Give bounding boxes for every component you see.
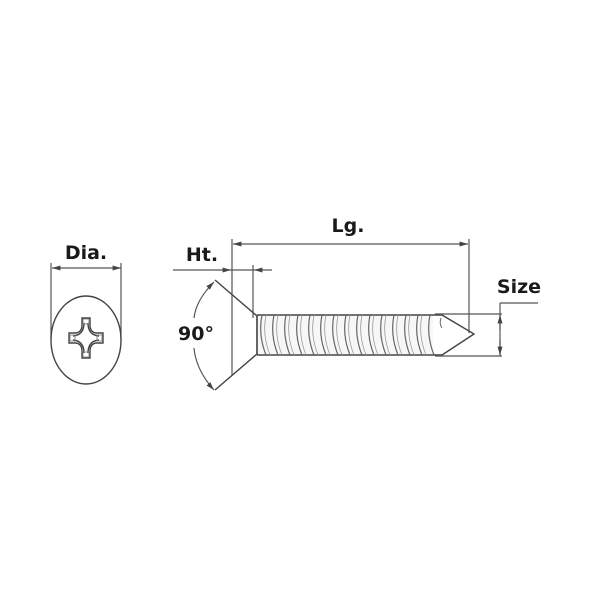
head-top-view: Dia. [50, 242, 122, 385]
threads [258, 314, 435, 356]
head-angle-label: 90° [178, 323, 214, 345]
screw-side-view [214, 279, 476, 391]
length-label: Lg. [332, 215, 365, 237]
diameter-label: Dia. [65, 242, 107, 264]
countersunk-head [214, 279, 258, 391]
head-angle-dimension: 90° [178, 281, 215, 391]
head-circle [50, 295, 122, 385]
size-dimension: Size [435, 276, 541, 357]
head-height-dimension: Ht. [173, 244, 272, 318]
head-height-label: Ht. [186, 244, 218, 266]
screw-tip [433, 314, 476, 356]
phillips-recess-icon [68, 317, 104, 359]
size-label: Size [497, 276, 541, 298]
length-dimension: Lg. [231, 215, 470, 375]
